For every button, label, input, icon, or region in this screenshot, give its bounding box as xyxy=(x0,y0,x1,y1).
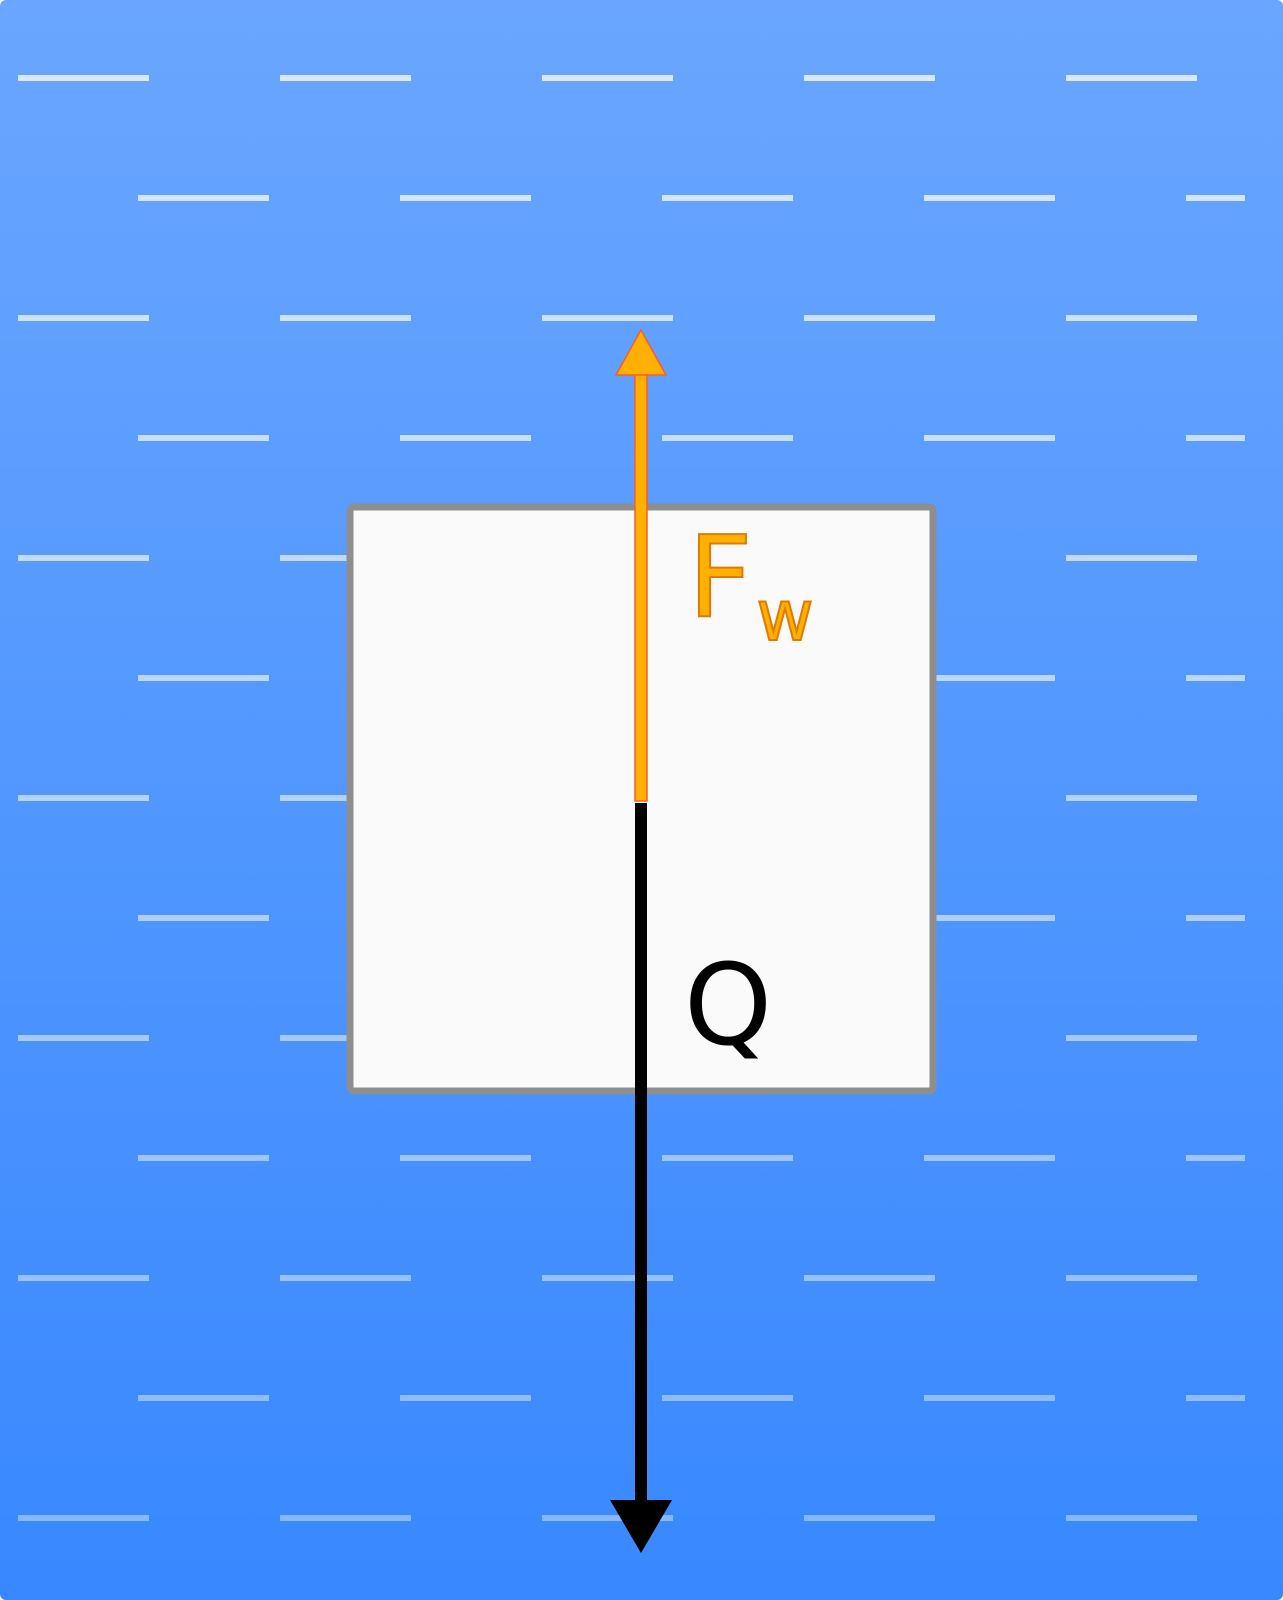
buoyancy-symbol: F xyxy=(688,513,752,643)
buoyancy-subscript: w xyxy=(756,575,813,657)
weight-force-arrow xyxy=(610,803,672,1553)
weight-arrow-head xyxy=(610,1500,672,1553)
buoyancy-force-label: Fw xyxy=(688,513,814,657)
buoyancy-arrow-shaft xyxy=(634,371,648,802)
weight-force-label: Q xyxy=(684,941,772,1071)
buoyancy-arrow-head xyxy=(614,328,668,376)
buoyancy-force-arrow xyxy=(614,328,668,802)
